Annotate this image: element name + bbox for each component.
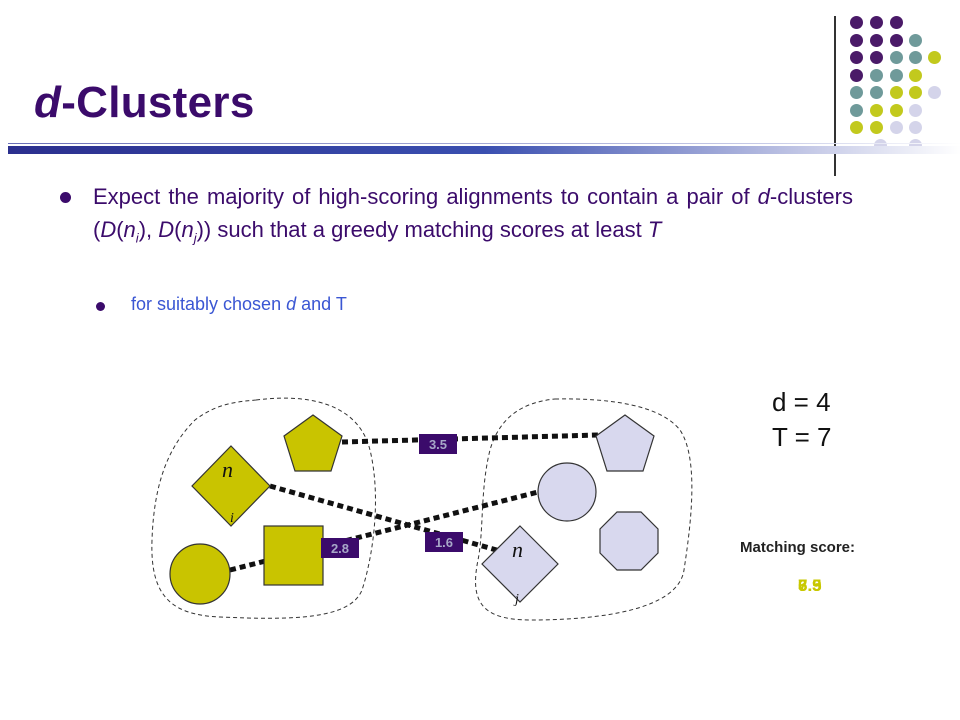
octagon-node (599, 511, 659, 571)
node-j-letter: n (512, 537, 523, 562)
edge-weight-badge (321, 538, 359, 558)
dot (890, 121, 903, 134)
dot (890, 104, 903, 117)
vertical-divider (834, 16, 836, 176)
bullet-D: D (158, 217, 175, 242)
dot (870, 51, 883, 64)
match-edge (341, 432, 599, 445)
dot (890, 34, 903, 47)
node-i-sub: i (230, 511, 234, 526)
bullet-text: Expect the majority of high-scoring alig… (93, 184, 758, 209)
pentagon-node (595, 414, 655, 472)
title-underline (8, 146, 960, 154)
bullet-text: ), (138, 217, 159, 242)
title-d: d (34, 78, 62, 127)
dot (850, 104, 863, 117)
dot (909, 121, 922, 134)
bullet-text: ( (174, 217, 182, 242)
dot (870, 86, 883, 99)
sub-bullet-d: d (286, 294, 297, 314)
parameters: d = 4 T = 7 (772, 385, 832, 455)
circle-node (169, 543, 231, 605)
dot (928, 51, 941, 64)
right-cluster-outline (475, 398, 693, 621)
bullet-text: ( (116, 217, 124, 242)
dot (850, 34, 863, 47)
sub-bullet: for suitably chosen d and T (131, 294, 347, 315)
pentagon-node (283, 414, 343, 472)
dot (890, 69, 903, 82)
sub-bullet-text: and T (296, 294, 347, 314)
bullet-d: d (757, 184, 770, 209)
matching-score-label: Matching score: (740, 539, 856, 556)
matching-score-value: 7.9 (798, 576, 822, 595)
slide-title: d-Clusters (34, 78, 255, 128)
edge-weight-label: 3.5 (429, 437, 447, 452)
edge-weight-label: 2.8 (331, 541, 349, 556)
bullet-D: D (100, 217, 117, 242)
dot (909, 34, 922, 47)
param-d: d = 4 (772, 387, 831, 417)
bullet-n: n (123, 217, 136, 242)
sub-bullet-marker (96, 302, 105, 311)
diamond-node-n-i (191, 445, 271, 527)
square-node (263, 525, 324, 586)
sub-bullet-text: for suitably chosen (131, 294, 287, 314)
title-rest: -Clusters (61, 78, 255, 127)
dot (850, 51, 863, 64)
left-cluster-outline (151, 397, 376, 619)
dot (928, 86, 941, 99)
dot (890, 51, 903, 64)
decorative-dot-grid (0, 0, 960, 170)
dot (909, 51, 922, 64)
edge-weight-label: 1.6 (435, 535, 453, 550)
param-T: T = 7 (772, 422, 832, 452)
dot (870, 104, 883, 117)
edge-weight-badge (419, 434, 457, 454)
dot (890, 16, 903, 29)
bullet-n: n (181, 217, 194, 242)
dot (870, 69, 883, 82)
diamond-node-n-j (481, 525, 559, 603)
matching-score-value: 6.3 (798, 576, 822, 595)
bullet-main: Expect the majority of high-scoring alig… (93, 180, 853, 246)
dot (850, 121, 863, 134)
title-underline-thin (8, 143, 960, 144)
dot (850, 16, 863, 29)
matching-score-value: 3.5 (798, 576, 822, 595)
dot (870, 16, 883, 29)
bullet-sub-i: i (135, 230, 139, 246)
dot (850, 86, 863, 99)
edge-weight-badge (425, 532, 463, 552)
dot (850, 69, 863, 82)
node-i-letter: n (222, 457, 233, 482)
dot (890, 86, 903, 99)
dot (870, 34, 883, 47)
node-j-sub: j (513, 592, 519, 607)
dot (909, 86, 922, 99)
dot (909, 69, 922, 82)
bullet-text: )) such that a greedy matching scores at… (196, 217, 648, 242)
dot (870, 121, 883, 134)
bullet-text: -clusters ( (93, 184, 853, 242)
bullet-sub-j: j (193, 230, 197, 246)
bullet-marker (60, 192, 71, 203)
bullet-T: T (647, 217, 662, 242)
circle-node (537, 462, 597, 522)
dot (909, 104, 922, 117)
